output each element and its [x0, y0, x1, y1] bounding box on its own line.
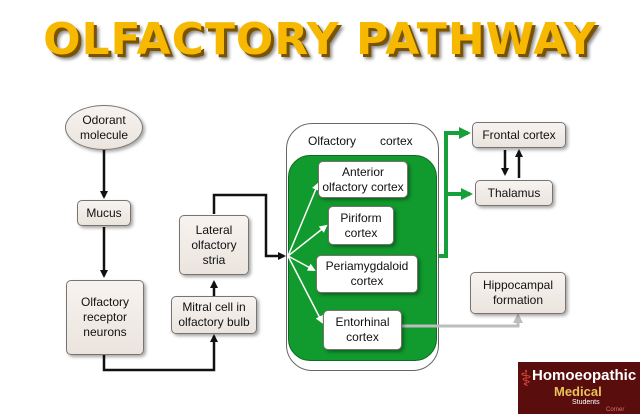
logo-line-1: Homoeopathic	[532, 367, 637, 384]
node-lateral-olfactory-stria: Lateral olfactory stria	[179, 215, 249, 275]
node-periamygdaloid-cortex: Periamygdaloid cortex	[316, 255, 418, 293]
olfactory-cortex-label-1: Olfactory	[308, 134, 357, 148]
node-frontal-cortex: Frontal cortex	[472, 122, 566, 148]
olfactory-cortex-label-2: cortex	[380, 134, 413, 148]
node-piriform-cortex: Piriform cortex	[328, 206, 394, 245]
node-mitral-cell: Mitral cell in olfactory bulb	[171, 296, 257, 334]
node-mucus: Mucus	[77, 200, 131, 226]
node-odorant-molecule: Odorant molecule	[65, 105, 143, 150]
page-title: OLFACTORY PATHWAY	[43, 14, 597, 65]
arrow-receptor-to-mitral	[102, 334, 218, 372]
node-olfactory-receptor-neurons: Olfactory receptor neurons	[66, 280, 144, 355]
logo-line-3: Students	[572, 399, 600, 406]
arrow-entorhinal-to-hippocampal	[402, 313, 523, 328]
logo-line-4: Corner	[606, 407, 625, 413]
arrow-fan-periamygdaloid	[287, 255, 316, 271]
homoeopathic-logo: ⚕ Homoeopathic Medical Students Corner	[518, 362, 640, 414]
node-anterior-olfactory-cortex: Anterior olfactory cortex	[318, 161, 408, 198]
arrow-fan-piriform	[287, 224, 328, 257]
logo-line-2: Medical	[554, 384, 602, 399]
node-thalamus: Thalamus	[475, 180, 553, 206]
caduceus-icon: ⚕	[520, 366, 532, 391]
node-entorhinal-cortex: Entorhinal cortex	[323, 310, 402, 350]
arrow-fan-entorhinal	[287, 255, 323, 324]
arrow-fan-anterior	[287, 182, 320, 257]
node-hippocampal-formation: Hippocampal formation	[470, 272, 566, 314]
arrow-lateral-to-cortex	[212, 193, 286, 260]
